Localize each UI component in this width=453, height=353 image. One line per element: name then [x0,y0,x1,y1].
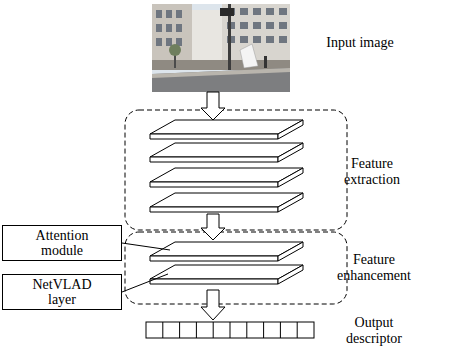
box-label: Attention module [19,228,105,259]
descriptor-bar [146,322,314,338]
stage-label: Feature extraction [336,156,408,188]
box-label: NetVLAD layer [19,277,105,308]
stage-label: Feature enhancement [329,252,419,284]
leader-line [122,274,168,292]
street-photo [152,4,290,92]
layer-slabs [150,120,303,284]
leader-line [122,243,170,250]
enhancement-group [125,232,347,304]
module-box: NetVLAD layer [2,274,122,311]
flow-arrows [201,92,225,320]
stage-label: Input image [310,35,410,51]
extraction-group [125,110,347,230]
stage-label: Output descriptor [334,315,414,347]
module-box: Attention module [2,225,122,262]
